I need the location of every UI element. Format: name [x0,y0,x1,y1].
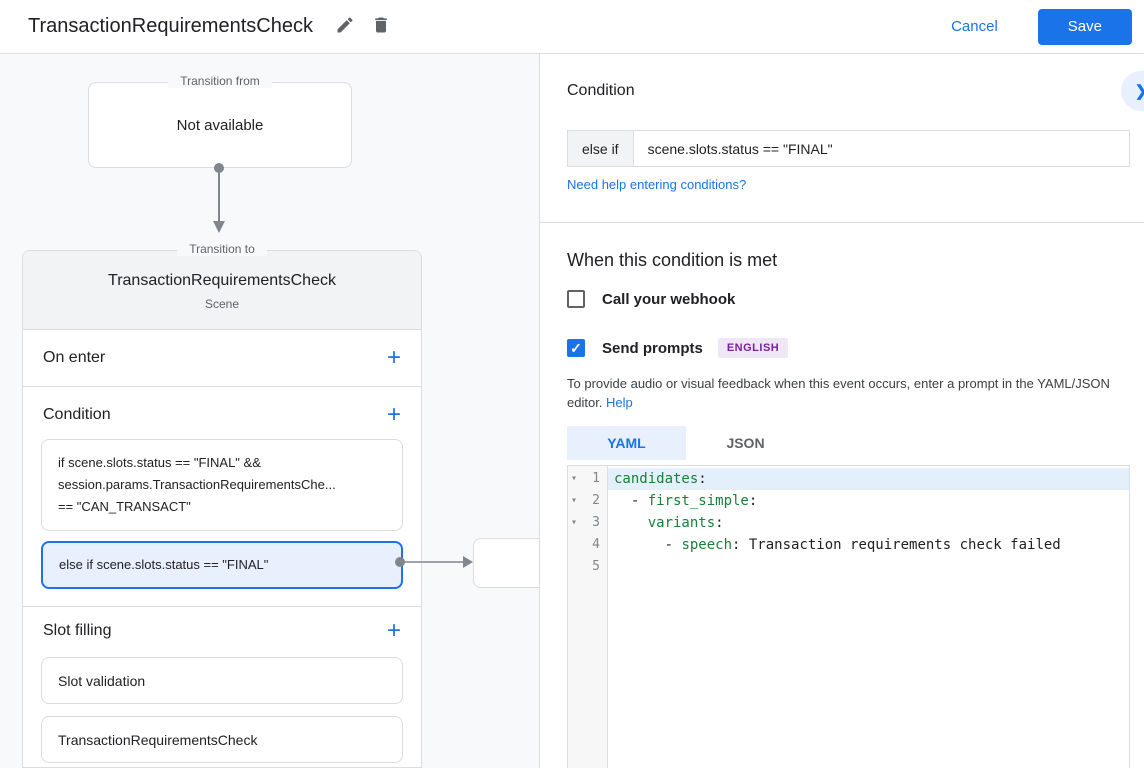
flow-canvas: Transition from Not available Transition… [0,54,540,768]
editor-line[interactable]: ▾ 3 variants: [568,512,1129,534]
editor-line[interactable]: ▾ 2 - first_simple: [568,490,1129,512]
editor-format-tabs: YAML JSON [567,426,805,460]
save-button[interactable]: Save [1037,8,1132,45]
slot-item-transaction[interactable]: TransactionRequirementsCheck [41,716,403,763]
transition-from-box: Transition from Not available [88,74,352,168]
condition-item-elseif-selected[interactable]: else if scene.slots.status == "FINAL" [41,541,403,589]
condition-detail-panel: Condition ❯ else if Need help entering c… [540,54,1144,768]
slot-item-validation[interactable]: Slot validation [41,657,403,704]
on-enter-section: On enter + [23,330,421,387]
fold-caret-icon[interactable]: ▾ [571,473,578,484]
send-prompts-checkbox[interactable]: ✓ [567,339,585,357]
tab-yaml[interactable]: YAML [567,426,686,460]
webhook-label: Call your webhook [602,290,736,308]
editor-line[interactable]: 5 [568,556,1129,578]
condition-section: Condition + if scene.slots.status == "FI… [23,387,421,607]
scene-type-label: Scene [204,297,240,311]
transition-to-legend: Transition to [177,242,267,256]
condition-label: Condition [43,406,111,423]
checkmark-icon: ✓ [570,339,582,356]
elseif-prefix-label: else if [568,131,634,166]
slot-filling-section: Slot filling + Slot validation Transacti… [23,607,421,763]
edit-scene-button[interactable] [327,9,363,45]
flow-arrow-down [213,163,225,233]
flow-arrow-right [395,556,473,568]
add-condition-icon[interactable]: + [386,401,401,428]
line-number: 1 [592,471,600,486]
header-bar: TransactionRequirementsCheck Cancel Save [0,0,1144,54]
prompt-code-editor[interactable]: ▾ 1 candidates: ▾ 2 - first_simple: ▾ [567,465,1130,768]
slot-validation-text: Slot validation [58,672,146,689]
fold-caret-icon[interactable]: ▾ [571,517,578,528]
prompt-description: To provide audio or visual feedback when… [567,374,1143,412]
language-badge: ENGLISH [717,338,789,358]
transition-from-value: Not available [176,116,264,134]
on-enter-label: On enter [43,349,106,366]
tab-json[interactable]: JSON [726,435,765,451]
condition-expression-input[interactable] [633,131,1129,166]
condition-panel-heading: Condition [567,82,635,99]
condition-if-line3: == "CAN_TRANSACT" [58,499,191,514]
conditions-help-link[interactable]: Need help entering conditions? [567,177,747,192]
delete-scene-button[interactable] [363,9,399,45]
scene-name: TransactionRequirementsCheck [108,272,336,289]
line-number: 3 [592,515,600,530]
editor-gutter [568,466,608,768]
when-met-heading: When this condition is met [567,250,778,270]
pencil-icon [335,15,355,38]
collapse-panel-button[interactable]: ❯ [1121,71,1144,111]
cancel-button[interactable]: Cancel [951,18,998,35]
line-number: 4 [592,537,600,552]
condition-elseif-text: else if scene.slots.status == "FINAL" [59,557,269,572]
scene-card-header[interactable]: TransactionRequirementsCheck Scene [23,251,421,330]
line-number: 5 [592,559,600,574]
send-prompts-option-row: ✓ Send prompts ENGLISH [567,338,789,358]
line-number: 2 [592,493,600,508]
editor-line[interactable]: 4 - speech: Transaction requirements che… [568,534,1129,556]
trash-icon [371,15,391,38]
condition-if-line1: if scene.slots.status == "FINAL" && [58,455,261,470]
transition-target-box[interactable] [473,538,539,588]
prompt-help-link[interactable]: Help [606,395,633,410]
scene-card: Transition to TransactionRequirementsChe… [22,242,422,768]
add-slot-icon[interactable]: + [386,617,401,644]
send-prompts-label: Send prompts [602,339,703,357]
slot-transaction-text: TransactionRequirementsCheck [58,731,258,748]
page-title: TransactionRequirementsCheck [28,15,313,37]
webhook-option-row: Call your webhook [567,290,735,308]
editor-line[interactable]: ▾ 1 candidates: [568,468,1129,490]
slot-filling-label: Slot filling [43,622,112,639]
add-on-enter-icon[interactable]: + [386,344,401,371]
fold-caret-icon[interactable]: ▾ [571,495,578,506]
condition-if-line2: session.params.TransactionRequirementsCh… [58,477,336,492]
condition-expression-row: else if [567,130,1130,167]
webhook-checkbox[interactable] [567,290,585,308]
prompt-description-text: To provide audio or visual feedback when… [567,376,1110,410]
chevron-right-icon: ❯ [1135,82,1144,100]
condition-item-if[interactable]: if scene.slots.status == "FINAL" && sess… [41,439,403,531]
section-divider [540,222,1144,223]
transition-from-legend: Transition from [168,74,272,88]
